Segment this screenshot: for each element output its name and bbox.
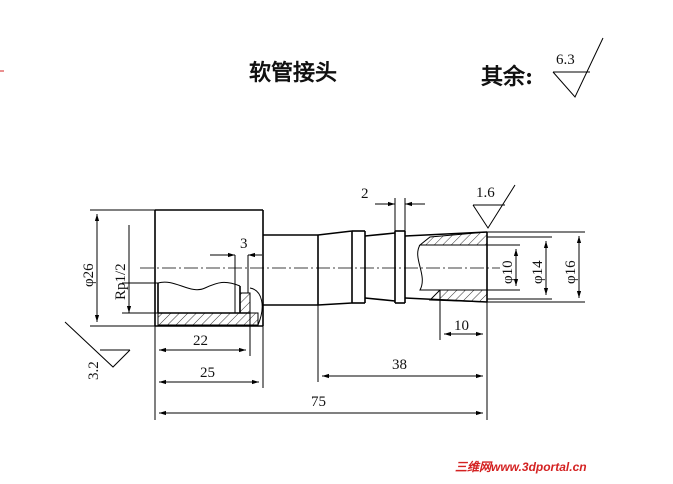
dim-head-length: 25 bbox=[159, 326, 264, 388]
dim-thread: Rp1/2 bbox=[113, 225, 158, 314]
svg-text:38: 38 bbox=[392, 357, 407, 373]
socket-section bbox=[157, 255, 263, 326]
svg-text:22: 22 bbox=[193, 333, 208, 349]
svg-text:3.2: 3.2 bbox=[86, 361, 102, 380]
svg-text:φ14: φ14 bbox=[530, 260, 546, 284]
dim-d16: φ16 bbox=[487, 231, 585, 303]
dim-recess: 3 bbox=[210, 236, 262, 258]
svg-text:3: 3 bbox=[240, 236, 248, 252]
drawing-title: 软管接头 bbox=[249, 60, 337, 86]
svg-text:φ26: φ26 bbox=[81, 263, 97, 287]
dim-total-length: 75 bbox=[159, 302, 488, 420]
other-surfaces-label: 其余: bbox=[481, 64, 533, 90]
svg-text:Rp1/2: Rp1/2 bbox=[113, 263, 129, 300]
svg-text:10: 10 bbox=[454, 318, 469, 334]
bore-section bbox=[417, 231, 488, 303]
roughness-symbol-bore: 1.6 bbox=[472, 184, 516, 229]
roughness-value-general: 6.3 bbox=[556, 52, 575, 68]
svg-text:φ10: φ10 bbox=[500, 260, 516, 284]
svg-text:1.6: 1.6 bbox=[476, 185, 495, 201]
svg-text:25: 25 bbox=[200, 365, 215, 381]
dim-bore-depth: 22 bbox=[154, 313, 251, 420]
dim-bore-length: 10 bbox=[439, 290, 483, 340]
svg-text:2: 2 bbox=[361, 186, 369, 202]
dim-stem-length: 38 bbox=[317, 305, 483, 382]
dim-d10: φ10 bbox=[487, 244, 520, 291]
dim-d14: φ14 bbox=[487, 236, 552, 300]
watermark: 三维网www.3dportal.cn bbox=[455, 460, 587, 474]
svg-text:75: 75 bbox=[311, 394, 326, 410]
roughness-symbol-general: 6.3 bbox=[552, 37, 604, 98]
dim-d26: φ26 bbox=[81, 209, 155, 327]
dim-groove: 2 bbox=[361, 186, 425, 231]
roughness-symbol-left: 3.2 bbox=[64, 321, 131, 380]
svg-text:φ16: φ16 bbox=[563, 260, 579, 284]
